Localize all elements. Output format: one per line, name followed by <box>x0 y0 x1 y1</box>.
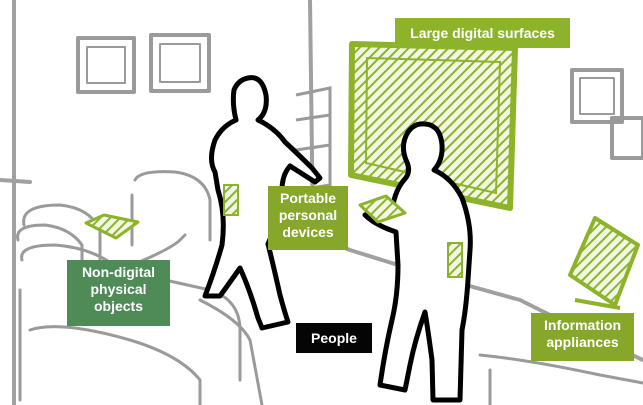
label-portable-personal-devices: Portable personal devices <box>268 186 348 250</box>
non-digital-object-sketch <box>84 213 140 240</box>
wall-picture-frames <box>76 33 643 160</box>
portable-device-pocket-left <box>223 184 239 216</box>
label-large-digital-surfaces: Large digital surfaces <box>395 18 570 48</box>
portable-device-pocket-right <box>447 242 463 278</box>
label-non-digital-physical-objects: Non-digital physical objects <box>67 260 170 326</box>
information-appliance-sketch <box>568 216 640 310</box>
label-information-appliances: Information appliances <box>531 313 634 361</box>
sofa-sketch <box>16 170 643 405</box>
portable-device-held-tablet <box>358 194 407 224</box>
person-left-silhouette <box>202 75 323 331</box>
person-right-silhouette <box>362 121 473 403</box>
label-people: People <box>296 323 372 353</box>
